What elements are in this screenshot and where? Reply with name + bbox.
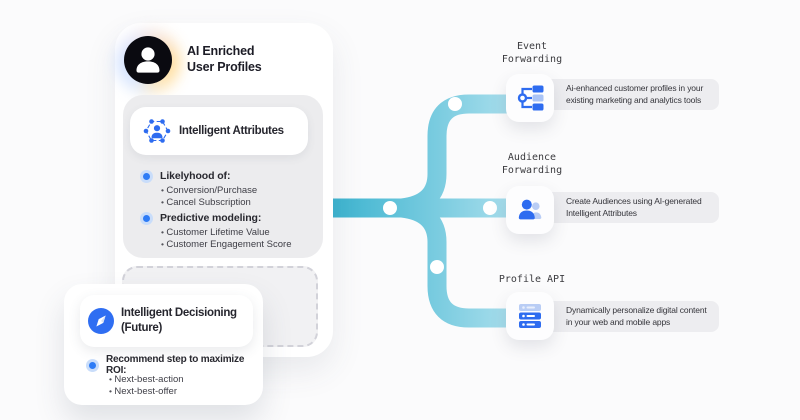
users-icon [515,195,545,225]
decisioning-title-line: Intelligent Decisioning [121,307,237,319]
bullet-dot-icon [140,169,153,183]
list-item: Next-best-offer [109,386,265,398]
flow-tree-icon [515,83,545,113]
label-line: Profile API [498,274,566,285]
flow-branch-bottom [400,198,512,328]
predictive-section: Predictive modeling: Customer Lifetime V… [134,211,326,250]
intelligent-attributes-pill: Intelligent Attributes [130,107,308,155]
description-line: in your web and mobile apps [566,316,671,327]
intelligent-attributes-label: Intelligent Attributes [179,125,284,137]
flow-node-dots [383,97,497,274]
decisioning-subtitle: (Future) [121,322,163,334]
server-stack-icon [515,301,545,331]
compass-icon [88,308,114,334]
list-item: Cancel Subscription [161,197,326,209]
profile-api-description: Dynamically personalize digital content … [543,301,719,332]
list-item: Customer Engagement Score [161,239,326,251]
list-item: Conversion/Purchase [161,185,326,197]
label-line: Forwarding [501,165,563,176]
label-line: Audience [507,152,557,163]
description-line: Dynamically personalize digital content [566,305,707,315]
section-heading: Recommend step to maximize ROI: [106,354,245,376]
list-item: Next-best-action [109,374,265,386]
list-item: Customer Lifetime Value [161,227,326,239]
section-heading: Predictive modeling: [160,212,262,224]
event-forwarding-label: Event Forwarding [472,40,592,66]
profile-api-label: Profile API [472,273,592,286]
network-user-icon [143,117,171,145]
description-line: Intelligent Attributes [566,207,637,218]
roi-section: Recommend step to maximize ROI: Next-bes… [80,354,265,398]
intelligent-decisioning-pill: Intelligent Decisioning (Future) [80,295,253,347]
description-line: existing marketing and analytics tools [566,94,702,105]
bullet-dot-icon [140,211,153,225]
page-title: AI Enriched User Profiles [187,44,262,74]
user-avatar-icon [124,36,172,84]
description-line: Ai-enhanced customer profiles in your [566,83,704,93]
audience-forwarding-label: Audience Forwarding [472,151,592,177]
description-line: Create Audiences using AI-generated [566,196,702,206]
section-heading: Likelyhood of: [160,170,231,182]
audience-forwarding-card [506,186,554,234]
event-forwarding-description: Ai-enhanced customer profiles in your ex… [543,79,719,110]
decisioning-title: Intelligent Decisioning (Future) [121,306,237,336]
event-forwarding-card [506,74,554,122]
label-line: Forwarding [501,54,563,65]
audience-forwarding-description: Create Audiences using AI-generated Inte… [543,192,719,223]
bullet-dot-icon [86,358,99,372]
label-line: Event [516,41,548,52]
profile-api-card [506,292,554,340]
likelihood-section: Likelyhood of: Conversion/Purchase Cance… [134,169,326,208]
